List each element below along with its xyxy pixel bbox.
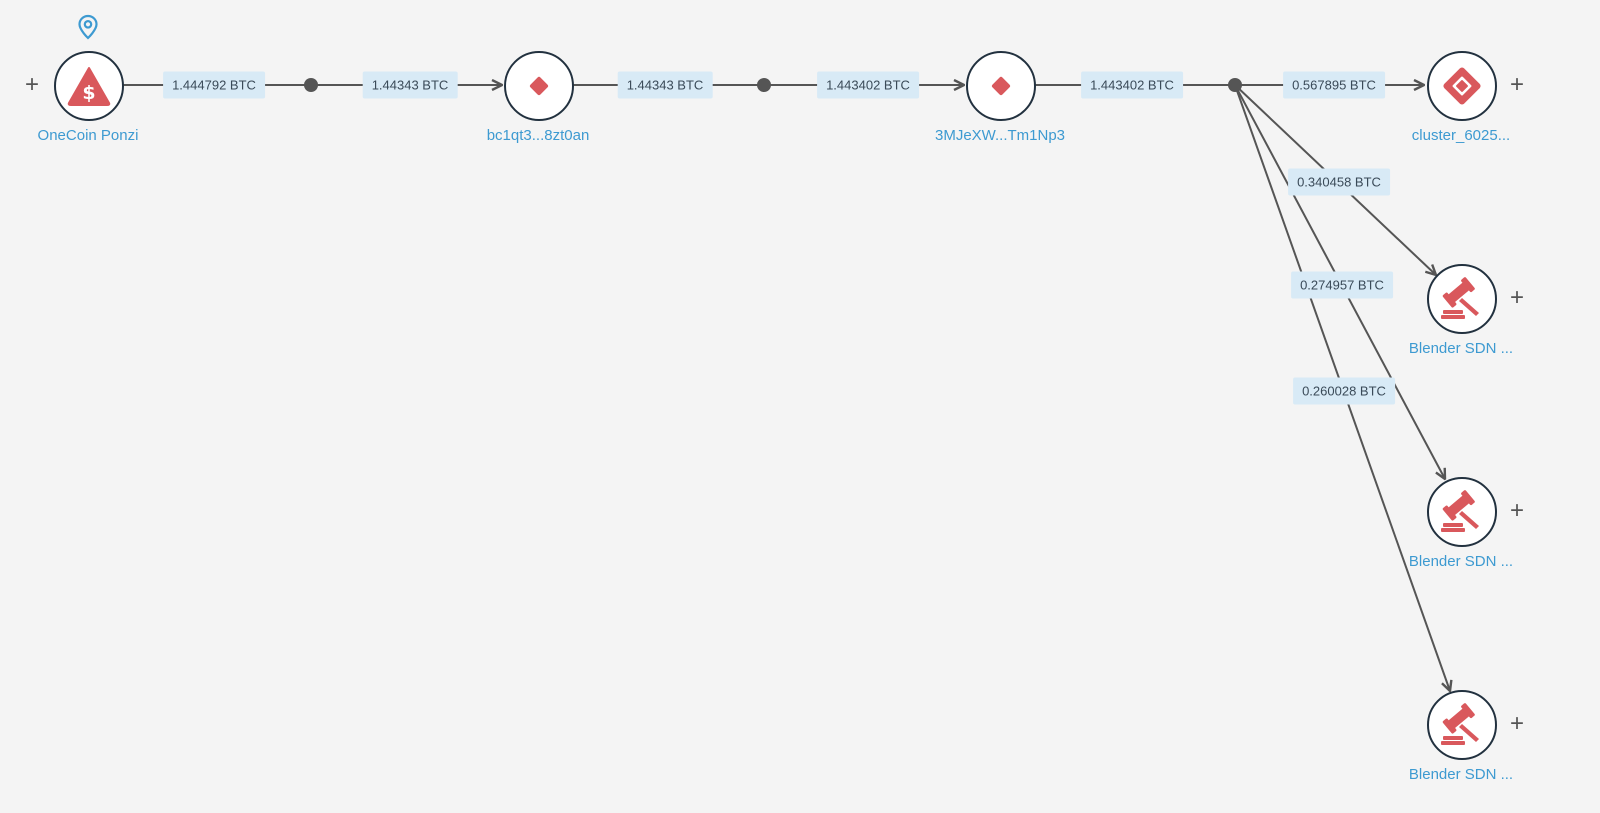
node-label-blender-1[interactable]: Blender SDN ... — [1408, 340, 1514, 357]
node-label-onecoin[interactable]: OneCoin Ponzi — [37, 127, 139, 144]
cluster-node[interactable] — [1427, 51, 1497, 121]
dollar-warning-icon: $ — [67, 66, 111, 106]
location-pin-icon[interactable] — [77, 14, 99, 45]
onecoin-ponzi-node[interactable]: $ — [54, 51, 124, 121]
edge-amount-label[interactable]: 1.443402 BTC — [1081, 71, 1183, 99]
node-label-cluster[interactable]: cluster_6025... — [1411, 127, 1511, 144]
blender-sdn-node-1[interactable] — [1427, 264, 1497, 334]
gavel-icon — [1440, 703, 1484, 747]
diamond-outline-icon — [1439, 63, 1485, 109]
transaction-hop-node[interactable] — [1228, 78, 1242, 92]
address-node-bc1[interactable] — [504, 51, 574, 121]
expand-right-blender-3-button[interactable]: + — [1509, 710, 1525, 737]
expand-left-onecoin-button[interactable]: + — [24, 71, 40, 98]
expand-right-blender-1-button[interactable]: + — [1509, 284, 1525, 311]
diamond-icon — [528, 75, 550, 97]
node-label-3mje[interactable]: 3MJeXW...Tm1Np3 — [934, 127, 1066, 144]
edge-amount-label[interactable]: 1.44343 BTC — [362, 71, 458, 99]
diamond-icon — [990, 75, 1012, 97]
expand-right-cluster-button[interactable]: + — [1509, 71, 1525, 98]
address-node-3mje[interactable] — [966, 51, 1036, 121]
node-label-bc1[interactable]: bc1qt3...8zt0an — [486, 127, 590, 144]
edge-amount-label[interactable]: 0.260028 BTC — [1293, 377, 1395, 405]
transaction-hop-node[interactable] — [304, 78, 318, 92]
edge-amount-label[interactable]: 1.44343 BTC — [617, 71, 713, 99]
blender-sdn-node-3[interactable] — [1427, 690, 1497, 760]
node-label-blender-2[interactable]: Blender SDN ... — [1408, 553, 1514, 570]
edge-amount-label[interactable]: 1.444792 BTC — [163, 71, 265, 99]
edge-amount-label[interactable]: 1.443402 BTC — [817, 71, 919, 99]
transaction-hop-node[interactable] — [757, 78, 771, 92]
svg-text:$: $ — [82, 82, 95, 104]
expand-right-blender-2-button[interactable]: + — [1509, 497, 1525, 524]
gavel-icon — [1440, 490, 1484, 534]
edge-amount-label[interactable]: 0.340458 BTC — [1288, 168, 1390, 196]
edge-amount-label[interactable]: 0.274957 BTC — [1291, 271, 1393, 299]
edge-amount-label[interactable]: 0.567895 BTC — [1283, 71, 1385, 99]
gavel-icon — [1440, 277, 1484, 321]
node-label-blender-3[interactable]: Blender SDN ... — [1408, 766, 1514, 783]
blender-sdn-node-2[interactable] — [1427, 477, 1497, 547]
